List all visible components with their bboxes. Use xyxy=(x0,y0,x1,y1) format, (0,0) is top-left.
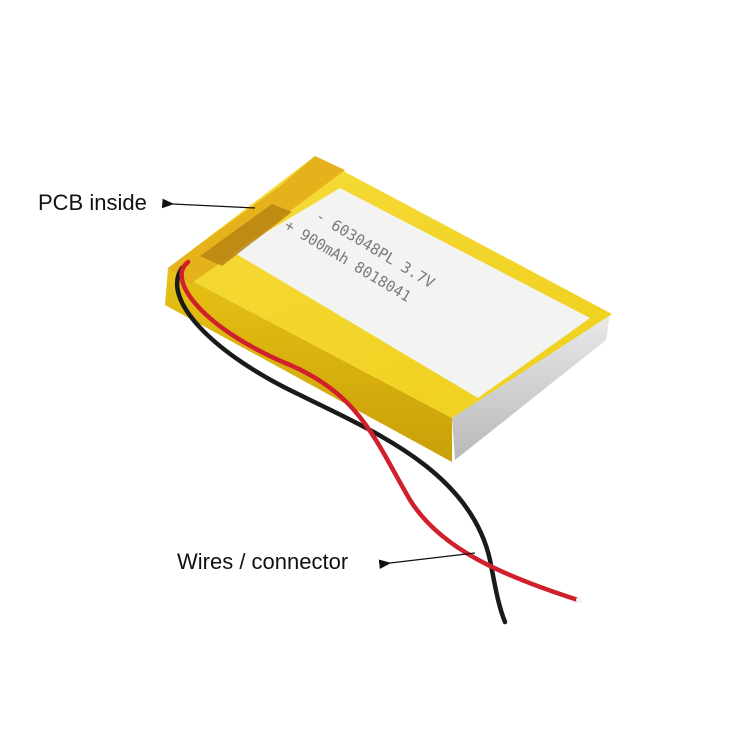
wires-connector-label: Wires / connector xyxy=(177,549,349,574)
battery-foil-edge xyxy=(452,314,610,460)
red-wire xyxy=(179,259,581,603)
wires-callout-arrow xyxy=(378,552,476,570)
battery-label-area xyxy=(233,188,590,398)
pcb-inside-label: PCB inside xyxy=(38,190,147,215)
pcb-callout-arrow xyxy=(161,198,256,209)
pcb-board xyxy=(200,204,292,266)
red-wire-tip xyxy=(576,597,582,603)
battery-side-wall xyxy=(165,268,452,462)
black-wire xyxy=(174,265,508,625)
